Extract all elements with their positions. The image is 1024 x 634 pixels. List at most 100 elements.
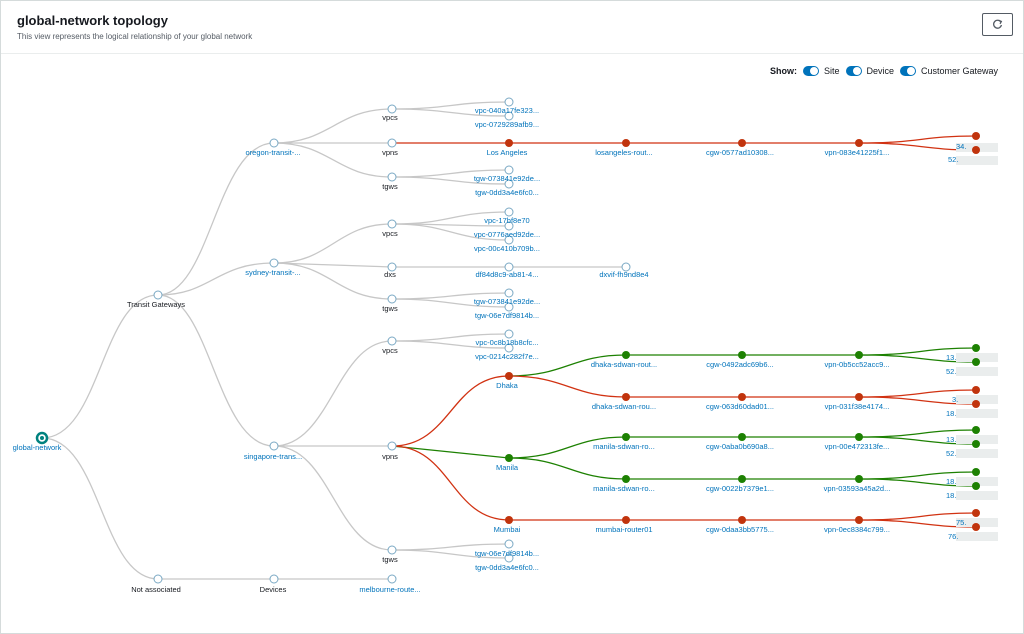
oregon-tgw-node[interactable] xyxy=(269,138,279,148)
tunnel-node[interactable] xyxy=(972,440,980,448)
cgw-node[interactable] xyxy=(738,351,746,359)
vpc-label[interactable]: vpc-0776aed92de... xyxy=(474,230,540,239)
sydney-dx-node[interactable] xyxy=(504,262,514,272)
global-network-label[interactable]: global-network xyxy=(13,443,62,452)
dx-label[interactable]: df84d8c9-ab81-4... xyxy=(476,270,539,279)
site-label-dhaka[interactable]: Dhaka xyxy=(496,381,519,390)
customer-gateway-switch[interactable] xyxy=(900,66,917,76)
tunnel-node[interactable] xyxy=(972,426,980,434)
tunnel-ip-label[interactable]: 76. xyxy=(948,532,958,541)
tunnel-node[interactable] xyxy=(972,523,980,531)
tunnel-node[interactable] xyxy=(972,344,980,352)
tgw-label[interactable]: tgw-06e7df9814b... xyxy=(475,549,539,558)
mumbai-site-node[interactable] xyxy=(505,516,513,524)
vpc-label[interactable]: vpc-0214c282f7e... xyxy=(475,352,539,361)
vpc-label[interactable]: vpc-0c8b18b8cfc... xyxy=(476,338,539,347)
singapore-tgw-label[interactable]: singapore-trans... xyxy=(244,452,302,461)
sydney-tgw-item-node[interactable] xyxy=(504,288,514,298)
site-label-mumbai[interactable]: Mumbai xyxy=(494,525,521,534)
customer-gateway-toggle[interactable]: Customer Gateway xyxy=(900,66,998,76)
dhaka-site-node[interactable] xyxy=(505,372,513,380)
cgw-label[interactable]: cgw-0492adc69b6... xyxy=(706,360,774,369)
vpn-node[interactable] xyxy=(855,393,863,401)
tunnel-ip-label[interactable]: 18. xyxy=(946,409,956,418)
oregon-tgws-node[interactable] xyxy=(387,172,397,182)
tunnel-node[interactable] xyxy=(972,468,980,476)
vpn-label[interactable]: vpn-0b5cc52acc9... xyxy=(824,360,889,369)
site-switch[interactable] xyxy=(803,66,819,76)
vpn-label[interactable]: vpn-083e41225f1... xyxy=(825,148,890,157)
device-node[interactable] xyxy=(622,433,630,441)
vpn-node[interactable] xyxy=(855,139,863,147)
sydney-dxs-node[interactable] xyxy=(387,262,397,272)
device-node[interactable] xyxy=(622,516,630,524)
device-toggle[interactable]: Device xyxy=(845,66,894,76)
device-node[interactable] xyxy=(622,475,630,483)
tunnel-ip-label[interactable]: 52. xyxy=(948,155,958,164)
sydney-tgw-item-node[interactable] xyxy=(504,302,514,312)
manila-site-node[interactable] xyxy=(505,454,513,462)
tunnel-ip-label[interactable]: 34. xyxy=(956,142,966,151)
site-label-los-angeles[interactable]: Los Angeles xyxy=(487,148,528,157)
transit-gateways-node[interactable] xyxy=(153,290,163,300)
tunnel-node[interactable] xyxy=(972,509,980,517)
singapore-tgw-item-node[interactable] xyxy=(504,553,514,563)
oregon-vpc-node[interactable] xyxy=(504,97,514,107)
device-node[interactable] xyxy=(622,139,630,147)
device-switch[interactable] xyxy=(845,66,862,76)
refresh-button[interactable] xyxy=(982,13,1013,36)
cgw-node[interactable] xyxy=(738,393,746,401)
vpn-label[interactable]: vpn-0ec8384c799... xyxy=(824,525,890,534)
device-label[interactable]: dhaka-sdwan-rou... xyxy=(592,402,656,411)
singapore-tgw-item-node[interactable] xyxy=(504,539,514,549)
cgw-node[interactable] xyxy=(738,475,746,483)
vpn-label[interactable]: vpn-00e472313fe... xyxy=(825,442,890,451)
device-label[interactable]: mumbai-router01 xyxy=(595,525,652,534)
melbourne-router-node[interactable] xyxy=(387,574,397,584)
oregon-tgw-label[interactable]: oregon-transit-... xyxy=(245,148,300,157)
cgw-label[interactable]: cgw-063d60dad01... xyxy=(706,402,774,411)
tunnel-node[interactable] xyxy=(972,386,980,394)
sydney-vpc-node[interactable] xyxy=(504,235,514,245)
oregon-vpns-node[interactable] xyxy=(387,138,397,148)
tunnel-node[interactable] xyxy=(972,400,980,408)
oregon-tgw-item-node[interactable] xyxy=(504,179,514,189)
tgw-label[interactable]: tgw-0dd3a4e6fc0... xyxy=(475,563,539,572)
sydney-dxvif-node[interactable] xyxy=(621,262,631,272)
vpc-label[interactable]: vpc-0729289afb9... xyxy=(475,120,539,129)
vpc-label[interactable]: vpc-17bf8e70 xyxy=(484,216,529,225)
vpn-label[interactable]: vpn-031f38e4174... xyxy=(825,402,890,411)
oregon-vpcs-node[interactable] xyxy=(387,104,397,114)
sydney-tgw-node[interactable] xyxy=(269,258,279,268)
tunnel-ip-label[interactable]: 13. xyxy=(946,353,956,362)
cgw-label[interactable]: cgw-0022b7379e1... xyxy=(706,484,774,493)
sydney-vpc-node[interactable] xyxy=(504,221,514,231)
tunnel-ip-label[interactable]: 3. xyxy=(952,395,958,404)
vpc-label[interactable]: vpc-00c410b709b... xyxy=(474,244,540,253)
device-node[interactable] xyxy=(622,351,630,359)
sydney-vpc-node[interactable] xyxy=(504,207,514,217)
cgw-node[interactable] xyxy=(738,139,746,147)
tgw-label[interactable]: tgw-073841e92de... xyxy=(474,297,540,306)
melbourne-router-label[interactable]: melbourne-route... xyxy=(359,585,420,594)
sydney-vpcs-node[interactable] xyxy=(387,219,397,229)
tunnel-ip-label[interactable]: 52. xyxy=(946,449,956,458)
tunnel-ip-label[interactable]: 18. xyxy=(946,491,956,500)
tunnel-node[interactable] xyxy=(972,146,980,154)
sydney-tgws-node[interactable] xyxy=(387,294,397,304)
device-label[interactable]: manila-sdwan-ro... xyxy=(593,484,655,493)
oregon-tgw-item-node[interactable] xyxy=(504,165,514,175)
tunnel-ip-label[interactable]: 75. xyxy=(956,518,966,527)
tunnel-node[interactable] xyxy=(972,358,980,366)
device-label[interactable]: dhaka-sdwan-rout... xyxy=(591,360,657,369)
device-node[interactable] xyxy=(622,393,630,401)
singapore-vpcs-node[interactable] xyxy=(387,336,397,346)
cgw-label[interactable]: cgw-0aba0b690a8... xyxy=(706,442,774,451)
oregon-vpc-node[interactable] xyxy=(504,111,514,121)
vpn-node[interactable] xyxy=(855,351,863,359)
los-angeles-site-node[interactable] xyxy=(505,139,513,147)
not-associated-node[interactable] xyxy=(153,574,163,584)
cgw-label[interactable]: cgw-0577ad10308... xyxy=(706,148,774,157)
cgw-label[interactable]: cgw-0daa3bb5775... xyxy=(706,525,774,534)
vpn-node[interactable] xyxy=(855,433,863,441)
